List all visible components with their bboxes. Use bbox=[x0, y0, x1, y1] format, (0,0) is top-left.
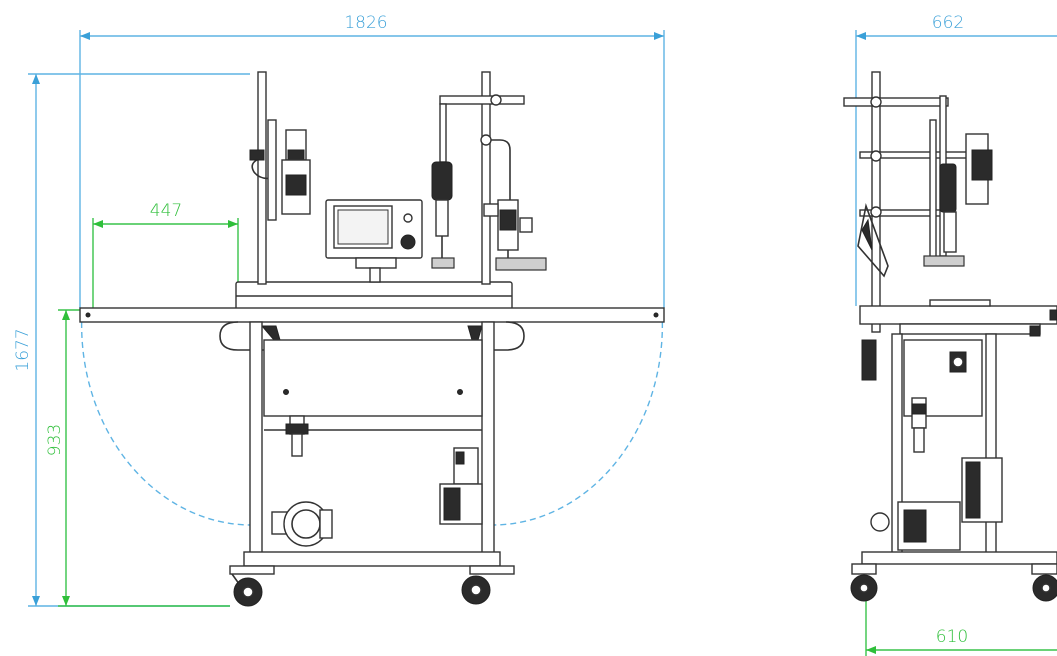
side-tools bbox=[857, 133, 993, 278]
dimension-front-width: 1826 bbox=[79, 13, 665, 308]
side-caster-left bbox=[850, 563, 878, 602]
dimension-front-height: 1677 bbox=[13, 73, 250, 607]
dimension-label-1677: 1677 bbox=[13, 328, 33, 371]
pneumatic-regulator-left bbox=[249, 119, 311, 221]
dimension-table-height: 933 bbox=[45, 309, 230, 607]
electric-screwdriver bbox=[431, 103, 455, 269]
caster-right bbox=[461, 565, 515, 605]
side-view: 662 610 bbox=[843, 13, 1057, 656]
dimension-label-610: 610 bbox=[936, 627, 968, 647]
wing-swing-arc-left bbox=[80, 311, 251, 526]
wing-swing-arc-right bbox=[493, 311, 664, 526]
side-caster-right bbox=[1031, 563, 1057, 602]
caster-left bbox=[229, 565, 275, 607]
side-table bbox=[859, 299, 1057, 335]
motor-unit bbox=[271, 501, 333, 547]
side-filter-unit bbox=[911, 397, 927, 453]
side-motor bbox=[870, 457, 1003, 551]
electrical-box bbox=[439, 447, 483, 525]
dimension-label-447: 447 bbox=[150, 201, 182, 221]
table-top bbox=[79, 281, 665, 323]
front-view: 1826 1677 933 447 bbox=[13, 13, 665, 607]
dimension-label-933: 933 bbox=[45, 424, 65, 456]
dimension-side-width: 662 bbox=[855, 13, 1057, 306]
main-frame bbox=[243, 321, 501, 569]
dimension-wing-width: 447 bbox=[92, 201, 239, 308]
dimension-side-base: 610 bbox=[865, 594, 1057, 656]
air-filter-unit bbox=[285, 415, 309, 457]
control-box bbox=[325, 199, 423, 283]
side-frame bbox=[861, 325, 1057, 565]
positioning-arm-tool bbox=[480, 134, 547, 271]
dimension-label-662: 662 bbox=[932, 13, 964, 33]
dimension-label-1826: 1826 bbox=[344, 13, 387, 33]
